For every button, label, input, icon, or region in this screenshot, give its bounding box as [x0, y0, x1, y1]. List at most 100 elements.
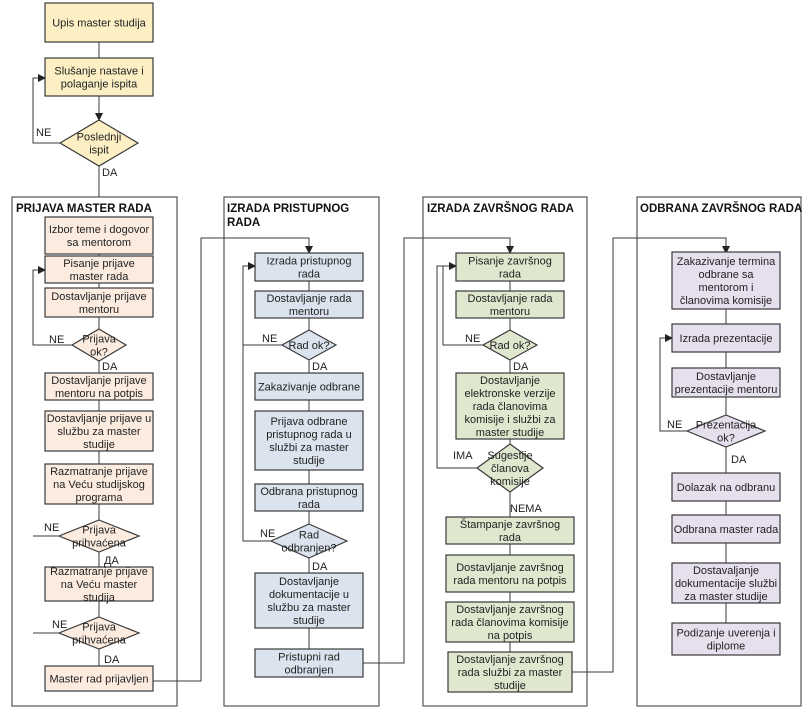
- node-pisanje-prijave-text-line: Pisanje prijave: [63, 258, 135, 270]
- node-zakazivanje-termina: [671, 251, 781, 310]
- label-da: DA: [104, 654, 120, 666]
- node-dostavljanje-prijave-mentoru-text-line: Dostavljanje prijave: [51, 291, 146, 303]
- node-dostavljanje-dok-sluzbi-text-line: za master studije: [684, 591, 767, 603]
- node-potpis-komisija-text-line: na potpis: [488, 630, 533, 642]
- node-dostavljanje-na-potpis-text-line: mentoru na potpis: [55, 388, 144, 400]
- node-dostavljanje-na-potpis-text-line: Dostavljanje prijave: [51, 375, 146, 387]
- node-podizanje-text-line: Podizanje uverenja i: [676, 628, 775, 640]
- node-dostavljanje-rada-mentoru-2-text-line: mentoru: [490, 306, 530, 318]
- node-razmatranje-sp-text-line: na Veću studijskog: [53, 479, 145, 491]
- node-rad-odbranjen-text-line: Rad: [299, 530, 319, 542]
- label-da: DA: [513, 361, 529, 373]
- label-da: DA: [731, 454, 747, 466]
- node-dolazak: [671, 472, 781, 502]
- node-dostavljanje-prijave-mentoru-text-line: mentoru: [79, 304, 119, 316]
- connector-ne: [442, 262, 483, 346]
- node-rad-ok-text-line: Rad ok?: [289, 340, 330, 352]
- node-stampanje-text-line: rada: [499, 532, 522, 544]
- lane-title-zavrsni: IZRADA ZAVRŠNOG RADA: [427, 202, 574, 215]
- label-ne: NE: [49, 334, 64, 346]
- node-prijava-odbrane-text-line: studije: [293, 455, 325, 467]
- node-prihvacena-2-text-line: Prijava: [82, 622, 117, 634]
- node-potpis-mentor-text-line: Dostavljanje završnog: [456, 562, 564, 574]
- node-razmatranje-ms-text-line: Razmatranje prijave: [50, 566, 148, 578]
- node-poslednji-text-line: Poslednji: [77, 132, 122, 144]
- node-dostavljanje-dokumentacije-text-line: Dostavljanje: [279, 576, 339, 588]
- node-zakazivanje-termina-text-line: mentorom i: [698, 282, 753, 294]
- node-stampanje-text-line: Štampanje završnog: [460, 518, 560, 531]
- label-ne: NE: [262, 333, 277, 345]
- node-dostavljanje-dokumentacije: [254, 572, 364, 629]
- node-prihvacena-2-text-line: prihvaćena: [72, 635, 127, 647]
- node-dostavljanje-dok-sluzbi-text-line: dokumentacije službi: [675, 578, 777, 590]
- label-da: DA: [102, 167, 118, 179]
- node-prijava-ok-text-line: Prijava: [82, 334, 117, 346]
- node-slusanje-text-line: Slušanje nastave i: [54, 66, 143, 78]
- node-izrada-pristupnog: [254, 252, 364, 282]
- connector-ne: [659, 334, 687, 432]
- node-podizanje-text-line: diplome: [707, 641, 746, 653]
- node-izbor-text-line: sa mentorom: [67, 237, 131, 249]
- node-prezentacija-ok-text-line: ok?: [717, 433, 735, 445]
- node-sluzbi-text-line: Dostavljanje završnog: [456, 654, 564, 666]
- lane-title-pristupni: IZRADA PRISTUPNOG: [227, 203, 349, 215]
- node-dostavljanje-prezentacije-text-line: prezentacije mentoru: [675, 384, 778, 396]
- node-prijavljen: [44, 665, 154, 692]
- node-potpis-mentor-text-line: rada mentoru na potpis: [453, 575, 567, 587]
- label-da: ДА: [104, 555, 119, 567]
- node-poslednji-text-line: ispit: [89, 145, 109, 157]
- node-pisanje-zavrsnog-text-line: Pisanje završnog: [468, 256, 552, 268]
- connector-ne: [32, 266, 72, 346]
- node-izrada-prezentacije-text-line: Izrada prezentacije: [680, 333, 773, 345]
- label-ne: NE: [52, 619, 67, 631]
- node-izrada-pristupnog-text-line: rada: [298, 269, 321, 281]
- connector-to-odbrana: [572, 237, 730, 673]
- node-sugestije-text-line: komisije: [490, 476, 530, 488]
- node-zakazivanje-termina-text-line: Zakazivanje termina: [677, 256, 776, 268]
- node-dostavljanje-sluzbu: [44, 410, 154, 452]
- node-rad-odbranjen-text-line: odbranjen?: [281, 543, 336, 555]
- lane-title-prijava: PRIJAVA MASTER RADA: [16, 203, 152, 215]
- node-dolazak-text-line: Dolazak na odbranu: [677, 482, 775, 494]
- node-zakazivanje-termina-text-line: odbrane sa: [698, 269, 754, 281]
- node-prijava-odbrane-text-line: pristupnog rada u: [266, 429, 352, 441]
- label-da: DA: [102, 361, 118, 373]
- node-potpis-komisija-text-line: Dostavljanje završnog: [456, 604, 564, 616]
- node-dostavljanje-dok-sluzbi: [671, 562, 781, 604]
- node-dostavljanje-dokumentacije-text-line: studije: [293, 615, 325, 627]
- connector-to-zavrsni: [363, 237, 514, 664]
- connector-ima: [436, 265, 477, 469]
- node-dostavljanje-prezentacije-text-line: Dostavljanje: [696, 371, 756, 383]
- node-odbrana-master: [671, 514, 781, 544]
- node-sluzbi-text-line: studije: [494, 680, 526, 692]
- node-potpis-komisija-text-line: rada članovima komisije: [451, 617, 568, 629]
- node-sugestije-text-line: Sugestije: [487, 450, 532, 462]
- node-elektronska-verzija: [455, 372, 565, 440]
- node-upis-text-line: Upis master studija: [52, 18, 146, 30]
- node-prezentacija-ok-text-line: Prezentacija: [696, 420, 757, 432]
- node-prihvacena-1-text-line: prihvaćena: [72, 538, 127, 550]
- node-prijava-odbrane-text-line: službi za master: [269, 442, 349, 454]
- label-ne: NE: [465, 333, 480, 345]
- node-odbrana-pristupnog-text-line: Odbrana pristupnog: [260, 486, 357, 498]
- node-razmatranje-ms-text-line: na Veću master: [61, 579, 138, 591]
- node-izrada-pristupnog-text-line: Izrada pristupnog: [267, 256, 352, 268]
- node-izbor-text-line: Izbor teme i dogovor: [49, 224, 150, 236]
- label-nema: NEMA: [510, 503, 542, 515]
- node-dostavljanje-dokumentacije-text-line: dokumentacije u: [269, 589, 349, 601]
- node-razmatranje-sp: [44, 463, 154, 505]
- node-dostavljanje-rada-mentoru: [254, 290, 364, 319]
- node-pisanje-prijave-text-line: master rada: [70, 271, 130, 283]
- node-elektronska-verzija-text-line: elektronske verzije: [464, 388, 555, 400]
- node-pristupni-odbranjen-text-line: Pristupni rad: [278, 652, 340, 664]
- node-dostavljanje-rada-mentoru-text-line: mentoru: [289, 306, 329, 318]
- node-dostavljanje-sluzbu-text-line: Dostavljanje prijave u: [47, 413, 152, 425]
- node-odbrana-master-text-line: Odbrana master rada: [674, 524, 779, 536]
- node-pristupni-odbranjen-text-line: odbranjen: [285, 665, 334, 677]
- node-izbor: [44, 216, 154, 255]
- label-da: DA: [312, 361, 328, 373]
- connector-to-pristupni: [153, 237, 313, 682]
- node-dostavljanje-dokumentacije-text-line: službu za master: [267, 602, 350, 614]
